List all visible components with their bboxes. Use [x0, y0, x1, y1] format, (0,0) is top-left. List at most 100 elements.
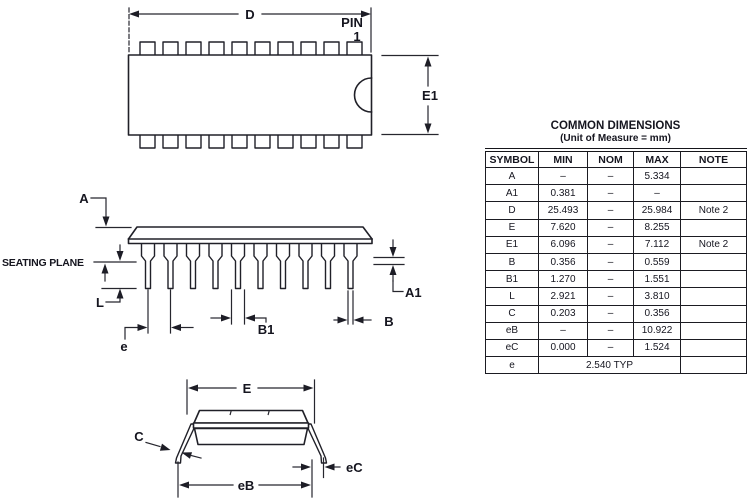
- end-view-lead-left: [174, 423, 197, 464]
- cell-min: 2.921: [538, 287, 588, 306]
- package-body-top-view: [127, 54, 373, 136]
- seating-plane-annotation: SEATING PLANE: [2, 244, 137, 290]
- dim-ec: eC: [292, 457, 363, 479]
- cell-max: 25.984: [633, 201, 681, 220]
- table-header-row: SYMBOL MIN NOM MAX NOTE: [485, 149, 747, 168]
- dim-b: B: [333, 290, 394, 329]
- cell-note: [680, 270, 747, 289]
- dim-label-e-pitch: e: [120, 339, 127, 354]
- cell-symbol: C: [485, 304, 539, 323]
- cell-min: 25.493: [538, 201, 588, 220]
- cell-min: 0.356: [538, 252, 588, 272]
- cell-symbol: B: [485, 252, 539, 272]
- cell-min: 1.270: [538, 270, 588, 289]
- cell-max: 7.112: [633, 235, 681, 254]
- cell-min: 0.000: [538, 338, 588, 358]
- cell-max: 3.810: [633, 287, 681, 306]
- cell-note: Note 2: [680, 201, 747, 220]
- pin1-marker: PIN 1: [341, 15, 363, 44]
- cell-max: 8.255: [633, 218, 681, 237]
- cell-nom: –: [587, 184, 634, 203]
- cell-symbol: L: [485, 287, 539, 306]
- cell-nom: –: [587, 287, 634, 306]
- dim-label-b: B: [384, 314, 393, 329]
- cell-note: [680, 218, 747, 237]
- dim-label-l: L: [96, 295, 104, 310]
- col-header-min: MIN: [538, 149, 588, 168]
- dim-e-width: E: [186, 379, 316, 424]
- dimensions-panel: COMMON DIMENSIONS (Unit of Measure = mm)…: [485, 120, 747, 375]
- cell-min: –: [538, 166, 588, 186]
- dim-a: A: [79, 191, 132, 229]
- dim-label-ec: eC: [346, 460, 363, 475]
- dim-label-a1: A1: [405, 285, 422, 300]
- cell-max: 5.334: [633, 166, 681, 186]
- cell-nom: –: [587, 270, 634, 289]
- cell-nom: –: [587, 304, 634, 323]
- cell-note: [680, 287, 747, 306]
- dim-label-c: C: [134, 429, 144, 444]
- cell-max: 10.922: [633, 321, 681, 340]
- dim-label-e1: E1: [422, 88, 438, 103]
- top-view: D PIN 1 E1: [127, 7, 439, 149]
- cell-max: 1.551: [633, 270, 681, 289]
- cell-symbol: D: [485, 201, 539, 220]
- pin-number-label: 1: [353, 29, 360, 44]
- cell-min: 0.381: [538, 184, 588, 203]
- cell-symbol: E1: [485, 235, 539, 254]
- cell-min: –: [538, 321, 588, 340]
- seating-plane-label: SEATING PLANE: [2, 257, 84, 269]
- cell-note: Note 2: [680, 235, 747, 254]
- package-body-end-view: [192, 409, 310, 446]
- dim-l: L: [96, 288, 124, 310]
- cell-max: 0.559: [633, 252, 681, 272]
- end-view: E C eB eC: [134, 379, 363, 498]
- cell-note: [680, 338, 747, 358]
- dim-label-b1: B1: [258, 322, 275, 337]
- cell-note: [680, 252, 747, 272]
- cell-min: 0.203: [538, 304, 588, 323]
- cell-max: –: [633, 184, 681, 203]
- cell-note: [680, 356, 747, 375]
- table-title: COMMON DIMENSIONS: [550, 120, 681, 132]
- dim-c: C: [134, 429, 202, 459]
- dim-b1: B1: [210, 289, 275, 337]
- dim-e1: E1: [381, 54, 439, 136]
- dim-label-a: A: [79, 191, 89, 206]
- dim-e-pitch: e: [120, 289, 194, 354]
- cell-note: [680, 304, 747, 323]
- cell-symbol: A1: [485, 184, 539, 203]
- cell-symbol: eC: [485, 338, 539, 358]
- col-header-note: NOTE: [680, 149, 747, 168]
- cell-nom: –: [587, 201, 634, 220]
- cell-symbol: eB: [485, 321, 539, 340]
- dim-a1: A1: [373, 239, 422, 300]
- cell-note: [680, 321, 747, 340]
- package-body-side-view: [127, 226, 373, 245]
- cell-symbol: B1: [485, 270, 539, 289]
- cell-nom: –: [587, 252, 634, 272]
- cell-nom: –: [587, 166, 634, 186]
- dim-label-eb: eB: [238, 478, 255, 493]
- cell-note: [680, 166, 747, 186]
- top-view-pins: [139, 41, 363, 149]
- cell-min: 7.620: [538, 218, 588, 237]
- cell-symbol: E: [485, 218, 539, 237]
- pin-label: PIN: [341, 15, 363, 30]
- cell-nom: –: [587, 235, 634, 254]
- dim-d: D: [128, 7, 372, 53]
- cell-symbol: e: [485, 356, 539, 375]
- cell-max: 0.356: [633, 304, 681, 323]
- cell-min: 6.096: [538, 235, 588, 254]
- cell-nom: –: [587, 338, 634, 358]
